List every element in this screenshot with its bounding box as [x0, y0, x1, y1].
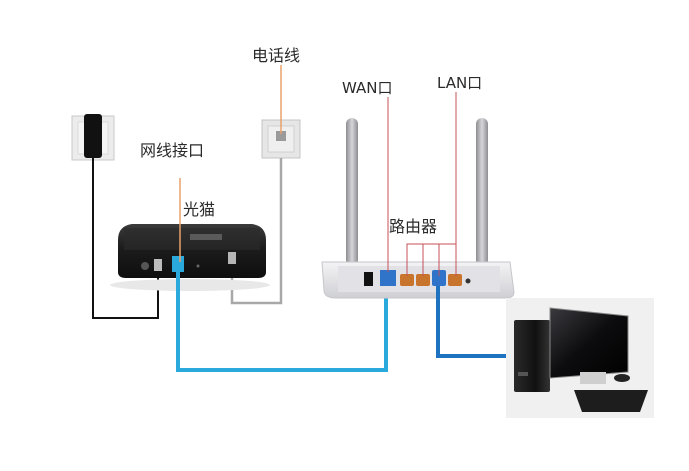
reset-button — [465, 278, 471, 284]
fiber-connector-icon — [84, 114, 102, 158]
wan-port — [380, 270, 396, 286]
lan-port-1 — [400, 274, 414, 286]
lan-port-3 — [432, 270, 446, 286]
keyboard-icon — [574, 390, 648, 412]
antenna-left — [346, 118, 358, 266]
optical-modem — [110, 224, 270, 291]
pc-tower-icon — [514, 320, 550, 392]
label-phone-line: 电话线 — [252, 46, 301, 65]
lan-port-4 — [448, 274, 462, 286]
label-wan-port: WAN口 — [342, 79, 393, 97]
lan-port-2 — [416, 274, 430, 286]
modem-to-router-cable — [176, 262, 388, 372]
power-port — [364, 272, 373, 286]
router — [321, 118, 515, 299]
label-network-jack: 网线接口 — [140, 141, 205, 160]
fiber-cable — [92, 158, 159, 319]
fiber-wall-jack — [71, 114, 115, 161]
desktop-pc — [506, 298, 654, 418]
ethernet-plug-icon — [172, 256, 184, 272]
label-lan-port: LAN口 — [437, 74, 483, 92]
antenna-right — [476, 118, 488, 266]
label-optical-modem: 光猫 — [183, 200, 216, 219]
monitor-icon — [549, 307, 629, 379]
phone-plug-icon — [276, 131, 286, 141]
label-router: 路由器 — [389, 217, 438, 236]
mouse-icon — [614, 374, 630, 382]
router-to-pc-cable — [436, 286, 512, 358]
